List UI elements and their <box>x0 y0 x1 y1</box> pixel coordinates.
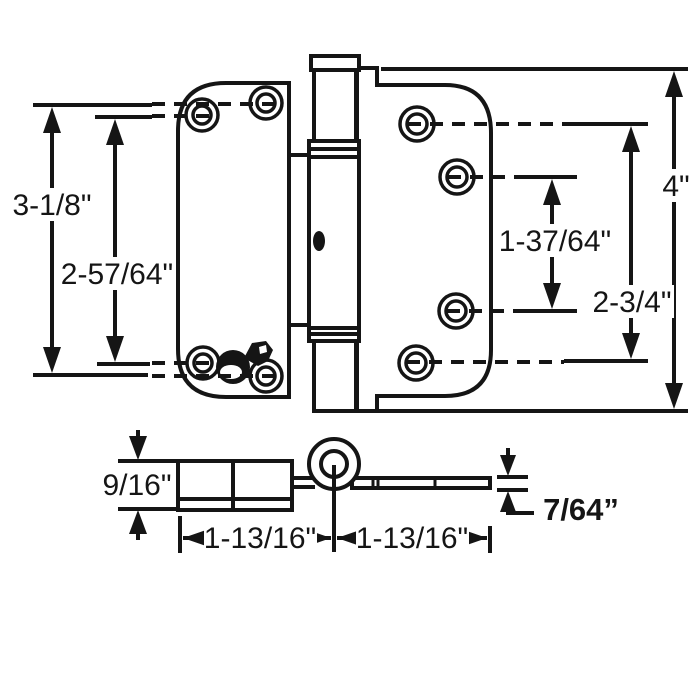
label-bg <box>356 521 469 553</box>
dim-2-57-64 <box>95 115 152 366</box>
dim-label-2-57-64: 2-57/64" <box>61 258 173 291</box>
dim-3-1-8 <box>33 103 152 377</box>
arrowhead-down <box>106 336 124 362</box>
label-bg <box>497 224 613 257</box>
dimension-labels: 3-1/8" 2-57/64" 1-37/64" 2-3/4" 4" 9/16"… <box>8 169 694 555</box>
arrowhead-up <box>543 179 561 205</box>
barrel-set-pin-hole <box>313 231 325 251</box>
arrowhead-down <box>43 347 61 373</box>
dim-label-4: 4" <box>662 170 689 203</box>
label-bg <box>100 468 174 501</box>
arrowhead-up <box>43 107 61 133</box>
dim-label-7-64: 7/64” <box>543 492 619 527</box>
arrowhead-down <box>622 333 640 359</box>
arrowhead-up <box>665 71 683 97</box>
barrel-pin-upper <box>312 68 358 143</box>
dashed-center-lines-left <box>152 102 280 378</box>
arrowhead-down <box>543 283 561 309</box>
dim-label-1-13-16-right: 1-13/16" <box>356 522 468 555</box>
dashed-center-lines-right <box>407 122 566 364</box>
dim-9-16 <box>118 430 178 540</box>
label-bg <box>59 257 175 290</box>
arrowhead-left <box>183 529 209 547</box>
dim-4 <box>356 67 688 413</box>
arrowhead-up <box>500 491 516 512</box>
label-bg <box>204 521 317 553</box>
arrowhead-down <box>129 436 147 460</box>
arrowhead-up <box>129 510 147 534</box>
arrowhead-up <box>622 126 640 152</box>
dim-label-1-37-64: 1-37/64" <box>499 225 611 258</box>
front-view <box>176 54 493 413</box>
leader-line <box>506 505 534 515</box>
left-leaf-plate <box>176 81 291 399</box>
arrowhead-down <box>500 455 516 476</box>
dim-1-37-64 <box>518 175 577 313</box>
dim-label-3-1-8: 3-1/8" <box>12 189 91 222</box>
label-bg <box>590 285 674 318</box>
barrel-cap <box>309 54 361 72</box>
hinge-barrel <box>307 54 361 413</box>
cam-hook-notch <box>259 345 267 354</box>
barrel-knuckle-lower <box>312 339 358 413</box>
arrowhead-up <box>106 119 124 145</box>
dim-7-64 <box>497 448 534 515</box>
label-bg <box>658 169 694 202</box>
dim-label-2-3-4: 2-3/4" <box>592 286 671 319</box>
bottom-view <box>176 437 492 552</box>
arrowhead-down <box>665 383 683 409</box>
dim-label-9-16: 9/16" <box>102 469 171 502</box>
label-bg <box>8 188 96 221</box>
dim-label-1-13-16-left: 1-13/16" <box>204 522 316 555</box>
